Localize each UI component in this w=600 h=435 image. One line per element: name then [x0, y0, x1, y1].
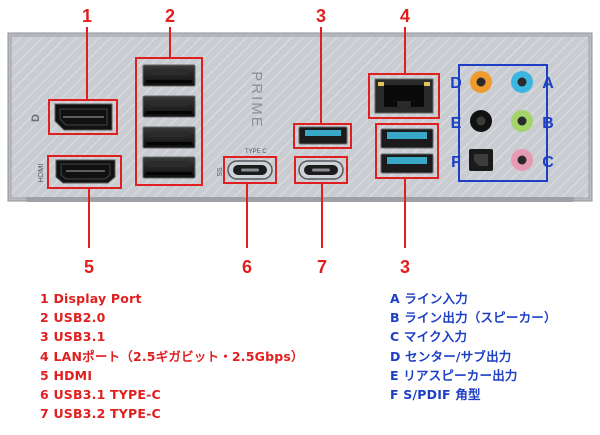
usb3-port [298, 126, 348, 145]
callout-number: 3 [400, 257, 410, 277]
legend-item: F S/PDIF 角型 [390, 386, 481, 402]
audio-letter-b: B [542, 115, 554, 132]
legend-item: 2 USB2.0 [40, 310, 106, 326]
hdmi-label: HDMI [36, 163, 45, 182]
usb3-port [380, 128, 434, 149]
callout-number: 5 [84, 257, 94, 277]
callout-number: 2 [165, 6, 175, 26]
legend-item: 5 HDMI [40, 367, 93, 383]
audio-jack-c [511, 149, 533, 171]
legend-item: A ライン入力 [390, 291, 468, 306]
legend-item: D センター/サブ出力 [390, 348, 512, 364]
hdmi-icon [55, 159, 116, 184]
audio-letter-d: D [450, 75, 462, 92]
usb3-port [380, 153, 434, 174]
hdmi-highlight [47, 155, 122, 189]
legend-item: 6 USB3.1 TYPE-C [40, 386, 161, 402]
legend-item: 1 Display Port [40, 291, 142, 306]
legend-item: E リアスピーカー出力 [390, 367, 518, 383]
callout-number: 7 [317, 257, 327, 277]
audio-jack-b [511, 110, 533, 132]
typec-label: TYPE C [245, 149, 267, 155]
audio-letter-a: A [542, 75, 554, 92]
usb3-single-highlight [293, 123, 352, 149]
brand-text: PRIME [248, 71, 265, 129]
usb2-port-stack [142, 64, 196, 179]
audio-legend: A ライン入力 B ライン出力（スピーカー） C マイク入力 D センター/サブ… [390, 289, 557, 404]
port-legend: 1 Display Port 2 USB2.0 3 USB3.1 4 LANポー… [40, 289, 304, 423]
callout-number: 3 [316, 6, 326, 26]
usb-c-port-1 [227, 160, 273, 180]
lan-port-icon [374, 78, 434, 114]
displayport-glyph: D [30, 114, 42, 122]
usb3-stack-highlight [375, 123, 439, 179]
usb-c-port-2 [298, 160, 344, 180]
ss-label: SS [217, 167, 224, 177]
legend-item: 7 USB3.2 TYPE-C [40, 406, 161, 422]
usb2-port [142, 95, 196, 118]
audio-block [458, 64, 548, 182]
spdif-port-icon [469, 149, 493, 171]
legend-item: 4 LANポート（2.5ギガビット・2.5Gbps） [40, 348, 304, 364]
displayport-icon [54, 103, 113, 131]
audio-jack-e [470, 110, 492, 132]
callout-number: 6 [242, 257, 252, 277]
audio-jack-a [511, 71, 533, 93]
callout-number: 4 [400, 6, 410, 26]
displayport-highlight [48, 99, 118, 135]
audio-jack-d [470, 71, 492, 93]
legend-item: C マイク入力 [390, 329, 468, 345]
legend-item: 3 USB3.1 [40, 329, 106, 345]
callout-number: 1 [82, 6, 92, 26]
usb2-port [142, 126, 196, 149]
audio-letter-c: C [542, 154, 554, 171]
usb3-port-stack [380, 128, 434, 174]
leader-lines [86, 27, 406, 248]
usb31-typec-highlight [223, 156, 277, 184]
audio-letter-f: F [451, 154, 461, 171]
legend-item: B ライン出力（スピーカー） [390, 310, 557, 326]
usb2-port [142, 156, 196, 179]
audio-letter-e: E [451, 115, 462, 132]
audio-highlight [458, 64, 548, 182]
usb2-port [142, 64, 196, 87]
